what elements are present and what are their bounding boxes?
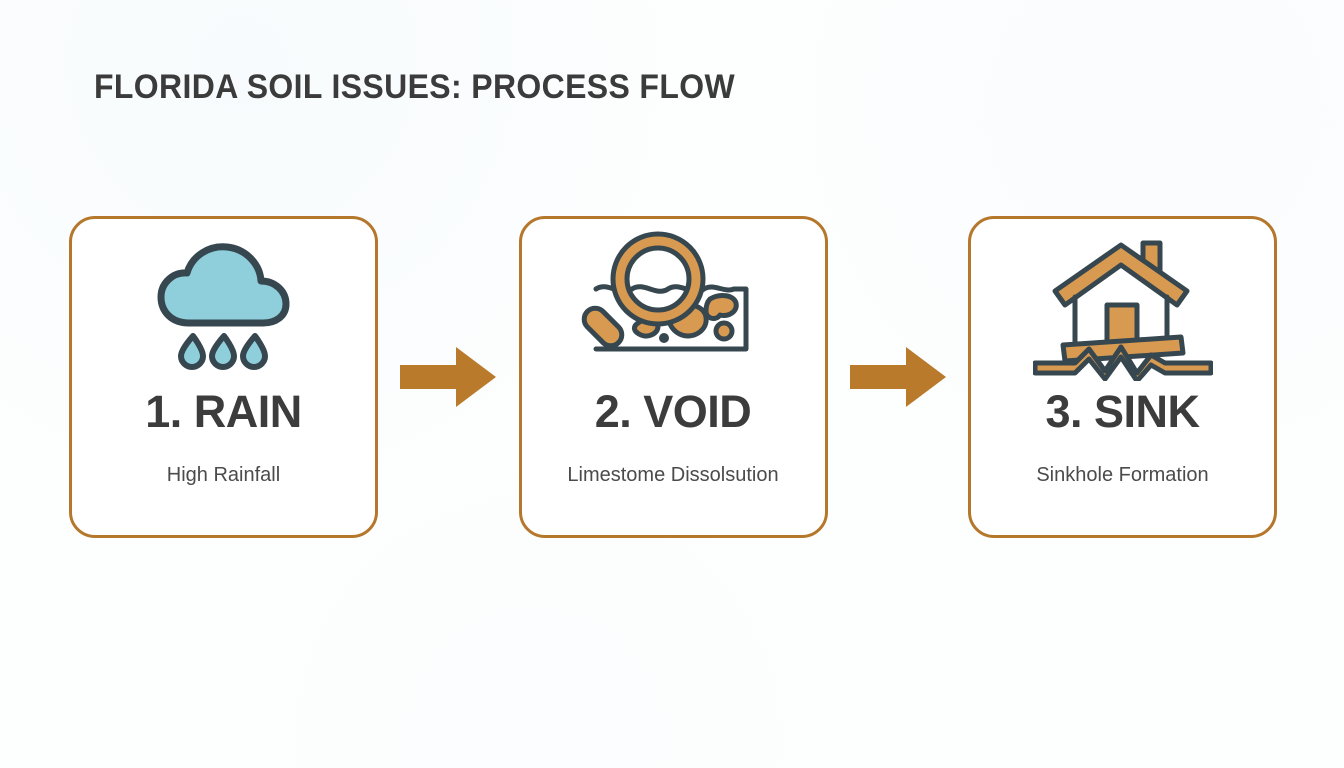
magnifier-soil-void-icon <box>522 219 825 387</box>
process-flow-row: 1. RAIN High Rainfall <box>69 216 1277 538</box>
process-step-label: 2. VOID <box>594 386 752 437</box>
process-step-label: 1. RAIN <box>145 386 302 437</box>
process-step-card-void[interactable]: 2. VOID Limestome Dissolsution <box>518 216 828 538</box>
process-step-card-rain[interactable]: 1. RAIN High Rainfall <box>69 216 378 538</box>
process-step-caption: High Rainfall <box>166 464 281 486</box>
flow-connector-1 <box>378 345 519 409</box>
process-step-caption: Sinkhole Formation <box>1036 464 1209 486</box>
arrow-right-icon <box>849 347 946 407</box>
flow-connector-2 <box>828 345 969 409</box>
rain-cloud-icon <box>72 219 375 387</box>
arrow-right-icon <box>400 347 497 407</box>
process-step-label: 3. SINK <box>1045 386 1200 437</box>
page-title: FLORIDA SOIL ISSUES: PROCESS FLOW <box>94 68 736 106</box>
process-step-card-sink[interactable]: 3. SINK Sinkhole Formation <box>968 216 1277 538</box>
sinking-house-icon <box>971 219 1274 387</box>
process-step-caption: Limestome Dissolsution <box>567 464 779 486</box>
